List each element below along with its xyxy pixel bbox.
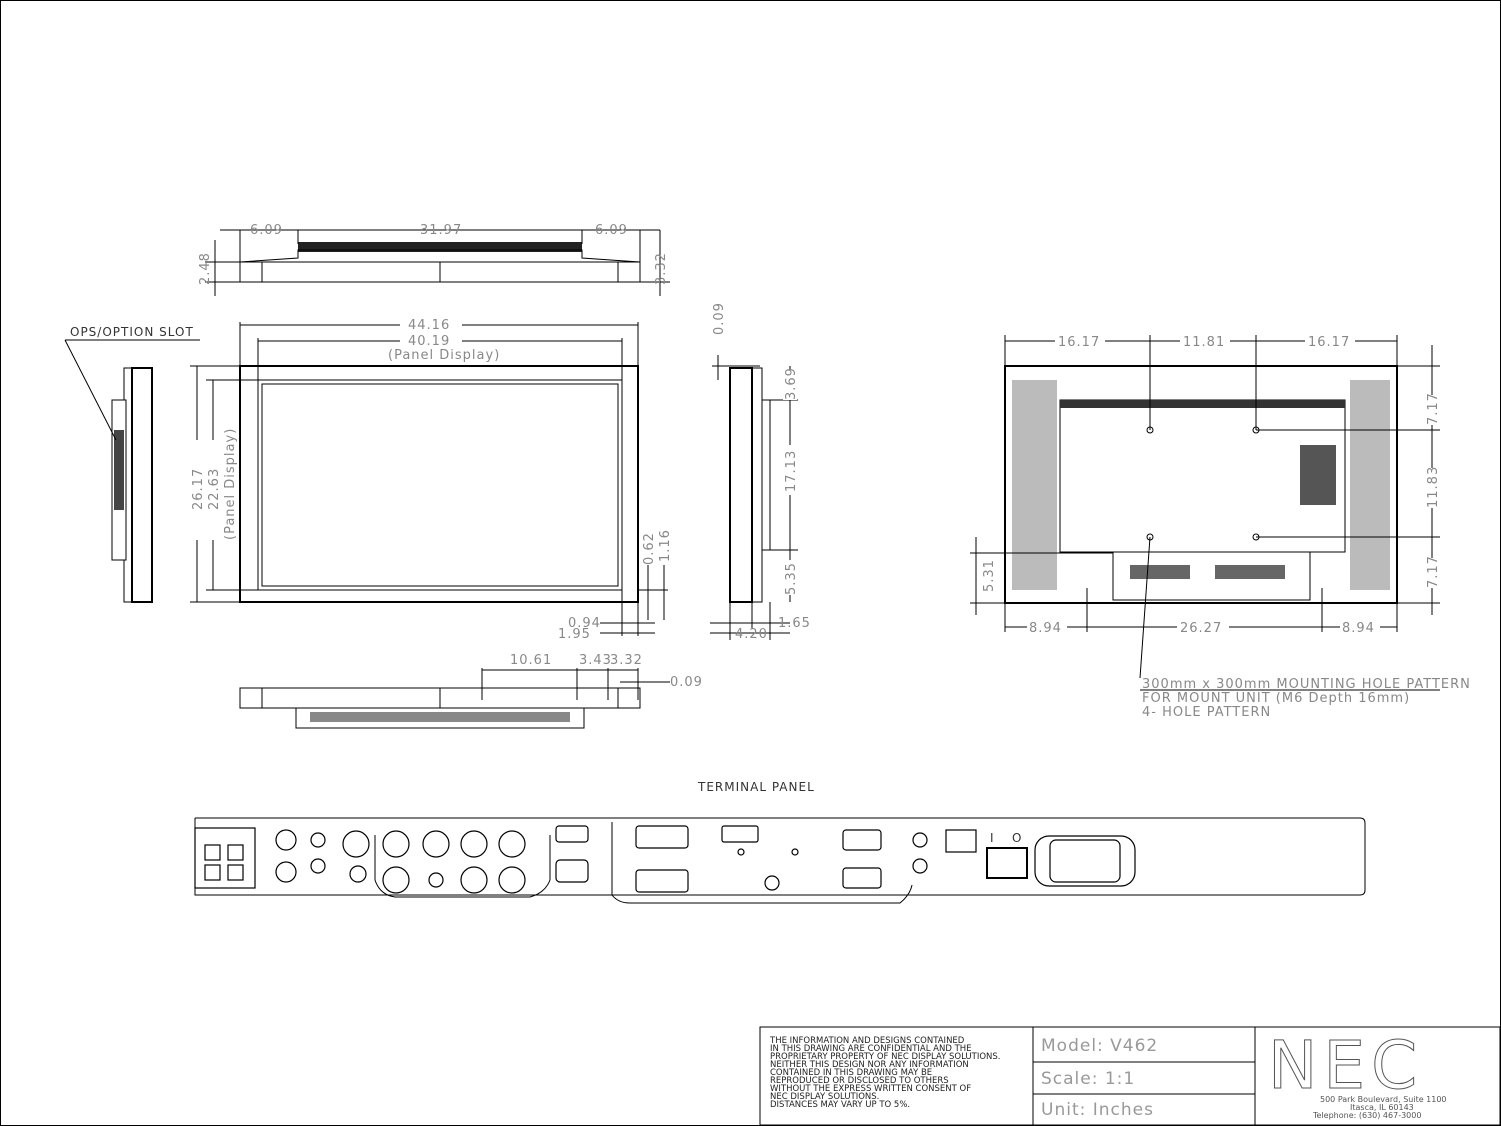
dim-label: 3.43	[579, 653, 612, 668]
dim-label: 40.19	[408, 334, 450, 349]
ops-option-slot-callout: OPS/OPTION SLOT	[70, 325, 194, 339]
address-line: Itasca, IL 60143	[1350, 1103, 1414, 1112]
dim-label: 7.17	[1426, 555, 1441, 588]
dim-label: 22.63	[207, 468, 222, 510]
dim-label: (Panel Display)	[223, 428, 238, 540]
mounting-note-line: 4- HOLE PATTERN	[1142, 705, 1271, 720]
disclaimer-line: DISTANCES MAY VARY UP TO 5%.	[770, 1100, 910, 1110]
dim-label: 6.09	[250, 223, 283, 238]
rear-view: 16.17 11.81 16.17 7.17 11.83 7.17 5.31 8…	[970, 334, 1471, 720]
terminal-panel: TERMINAL PANEL I O	[194, 780, 1366, 904]
dim-label: 3.32	[610, 653, 643, 668]
disclaimer-line: PROPRIETARY PROPERTY OF NEC DISPLAY SOLU…	[770, 1052, 1001, 1062]
mounting-note-line: 300mm x 300mm MOUNTING HOLE PATTERN	[1142, 677, 1471, 692]
dim-label: 16.17	[1308, 335, 1350, 350]
disclaimer-line: REPRODUCED OR DISCLOSED TO OTHERS	[770, 1076, 949, 1086]
dim-label: 0.09	[670, 675, 703, 690]
dim-label: 2.48	[198, 252, 213, 285]
dim-label: 16.17	[1058, 335, 1100, 350]
dim-label: 0.09	[712, 302, 727, 335]
dim-label: 4.20	[735, 627, 768, 642]
terminal-panel-title: TERMINAL PANEL	[697, 780, 815, 794]
disclaimer-line: NEC DISPLAY SOLUTIONS.	[770, 1092, 879, 1102]
dim-label: 5.35	[784, 562, 799, 595]
title-block: THE INFORMATION AND DESIGNS CONTAINED IN…	[759, 1026, 1501, 1126]
power-off-label: O	[1012, 831, 1022, 845]
scale-label: Scale: 1:1	[1041, 1069, 1135, 1089]
bottom-view: 10.61 3.43 3.32 0.09	[239, 653, 703, 729]
address-line: 500 Park Boulevard, Suite 1100	[1320, 1095, 1447, 1104]
dim-label: 1.65	[778, 616, 811, 631]
dim-label: 31.97	[420, 223, 462, 238]
dim-label: 1.95	[558, 627, 591, 642]
disclaimer-line: WITHOUT THE EXPRESS WRITTEN CONSENT OF	[770, 1084, 971, 1094]
dim-label: 44.16	[408, 318, 450, 333]
dim-label: 17.13	[784, 450, 799, 492]
disclaimer: THE INFORMATION AND DESIGNS CONTAINED IN…	[769, 1036, 1001, 1110]
power-switch	[986, 847, 1028, 879]
front-view: 44.16 40.19 (Panel Display) 26.17 22.63 …	[190, 317, 673, 642]
nec-logo: NEC	[1268, 1027, 1423, 1104]
dim-label: 0.94	[568, 616, 601, 631]
disclaimer-line: THE INFORMATION AND DESIGNS CONTAINED	[769, 1036, 965, 1046]
dim-label: 10.61	[510, 653, 552, 668]
unit-label: Unit: Inches	[1041, 1100, 1154, 1120]
mounting-note-line: FOR MOUNT UNIT (M6 Depth 16mm)	[1142, 691, 1410, 706]
top-view: 6.09 31.97 6.09 2.48 3.32	[198, 223, 670, 296]
dim-label: 6.09	[595, 223, 628, 238]
left-side-view: OPS/OPTION SLOT	[64, 325, 200, 603]
dim-label: 1.16	[658, 529, 673, 562]
dim-label: 11.83	[1426, 466, 1441, 508]
dim-label: 3.69	[784, 367, 799, 400]
dim-label: 26.17	[191, 468, 206, 510]
dim-label: 3.32	[654, 252, 669, 285]
right-side-view: 0.09 3.69 17.13 5.35 1.65 4.20	[710, 302, 811, 642]
dim-label: 7.17	[1426, 392, 1441, 425]
dim-label: 26.27	[1180, 621, 1222, 636]
dim-label: 11.81	[1183, 335, 1225, 350]
disclaimer-line: NEITHER THIS DESIGN NOR ANY INFORMATION	[770, 1060, 969, 1070]
power-on-label: I	[990, 831, 995, 845]
dim-label: 0.62	[642, 532, 657, 565]
dim-label: 5.31	[982, 559, 997, 592]
disclaimer-line: CONTAINED IN THIS DRAWING MAY BE	[770, 1068, 932, 1078]
disclaimer-line: IN THIS DRAWING ARE CONFIDENTIAL AND THE	[770, 1044, 972, 1054]
dim-label: (Panel Display)	[388, 348, 500, 363]
model-label: Model: V462	[1041, 1036, 1158, 1056]
dim-label: 8.94	[1029, 621, 1062, 636]
dim-label: 8.94	[1342, 621, 1375, 636]
address-line: Telephone: (630) 467-3000	[1312, 1111, 1421, 1120]
